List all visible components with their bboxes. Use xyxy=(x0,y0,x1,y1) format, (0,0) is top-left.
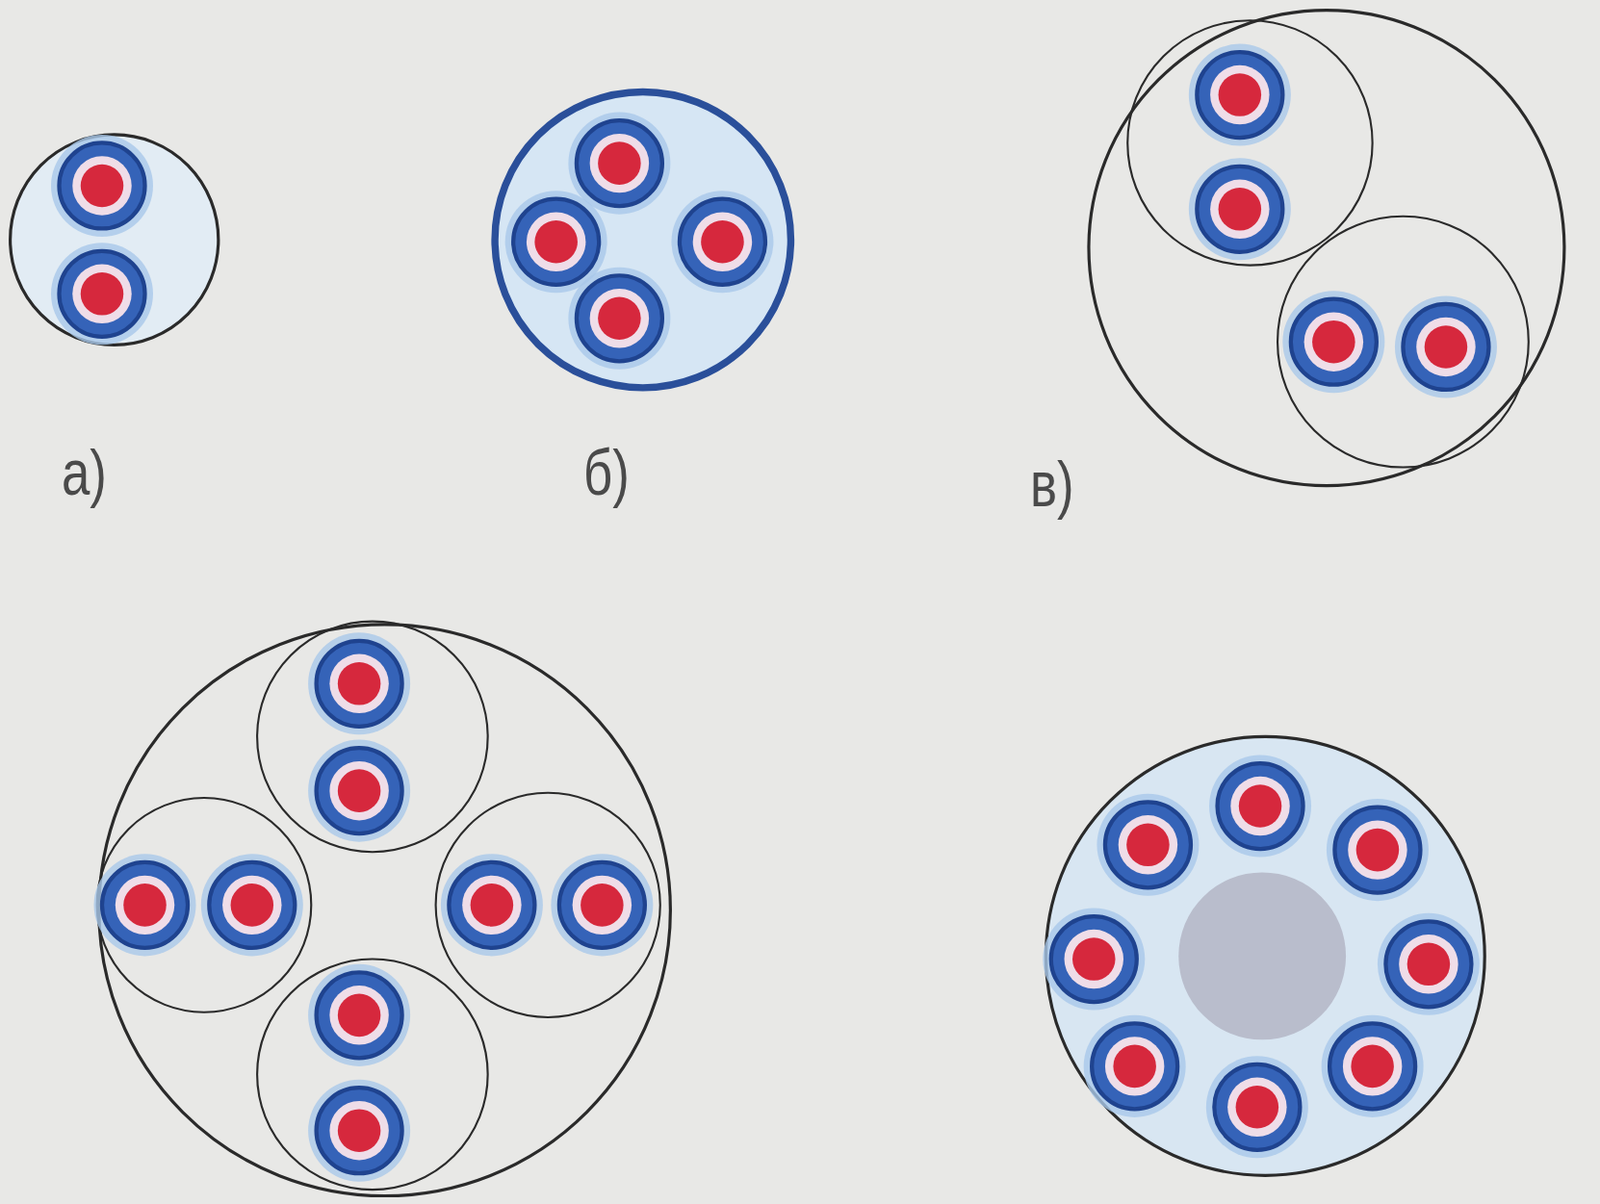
part-label: в) xyxy=(1030,452,1075,517)
part-label: а) xyxy=(61,440,107,505)
part-label: б) xyxy=(583,440,630,505)
